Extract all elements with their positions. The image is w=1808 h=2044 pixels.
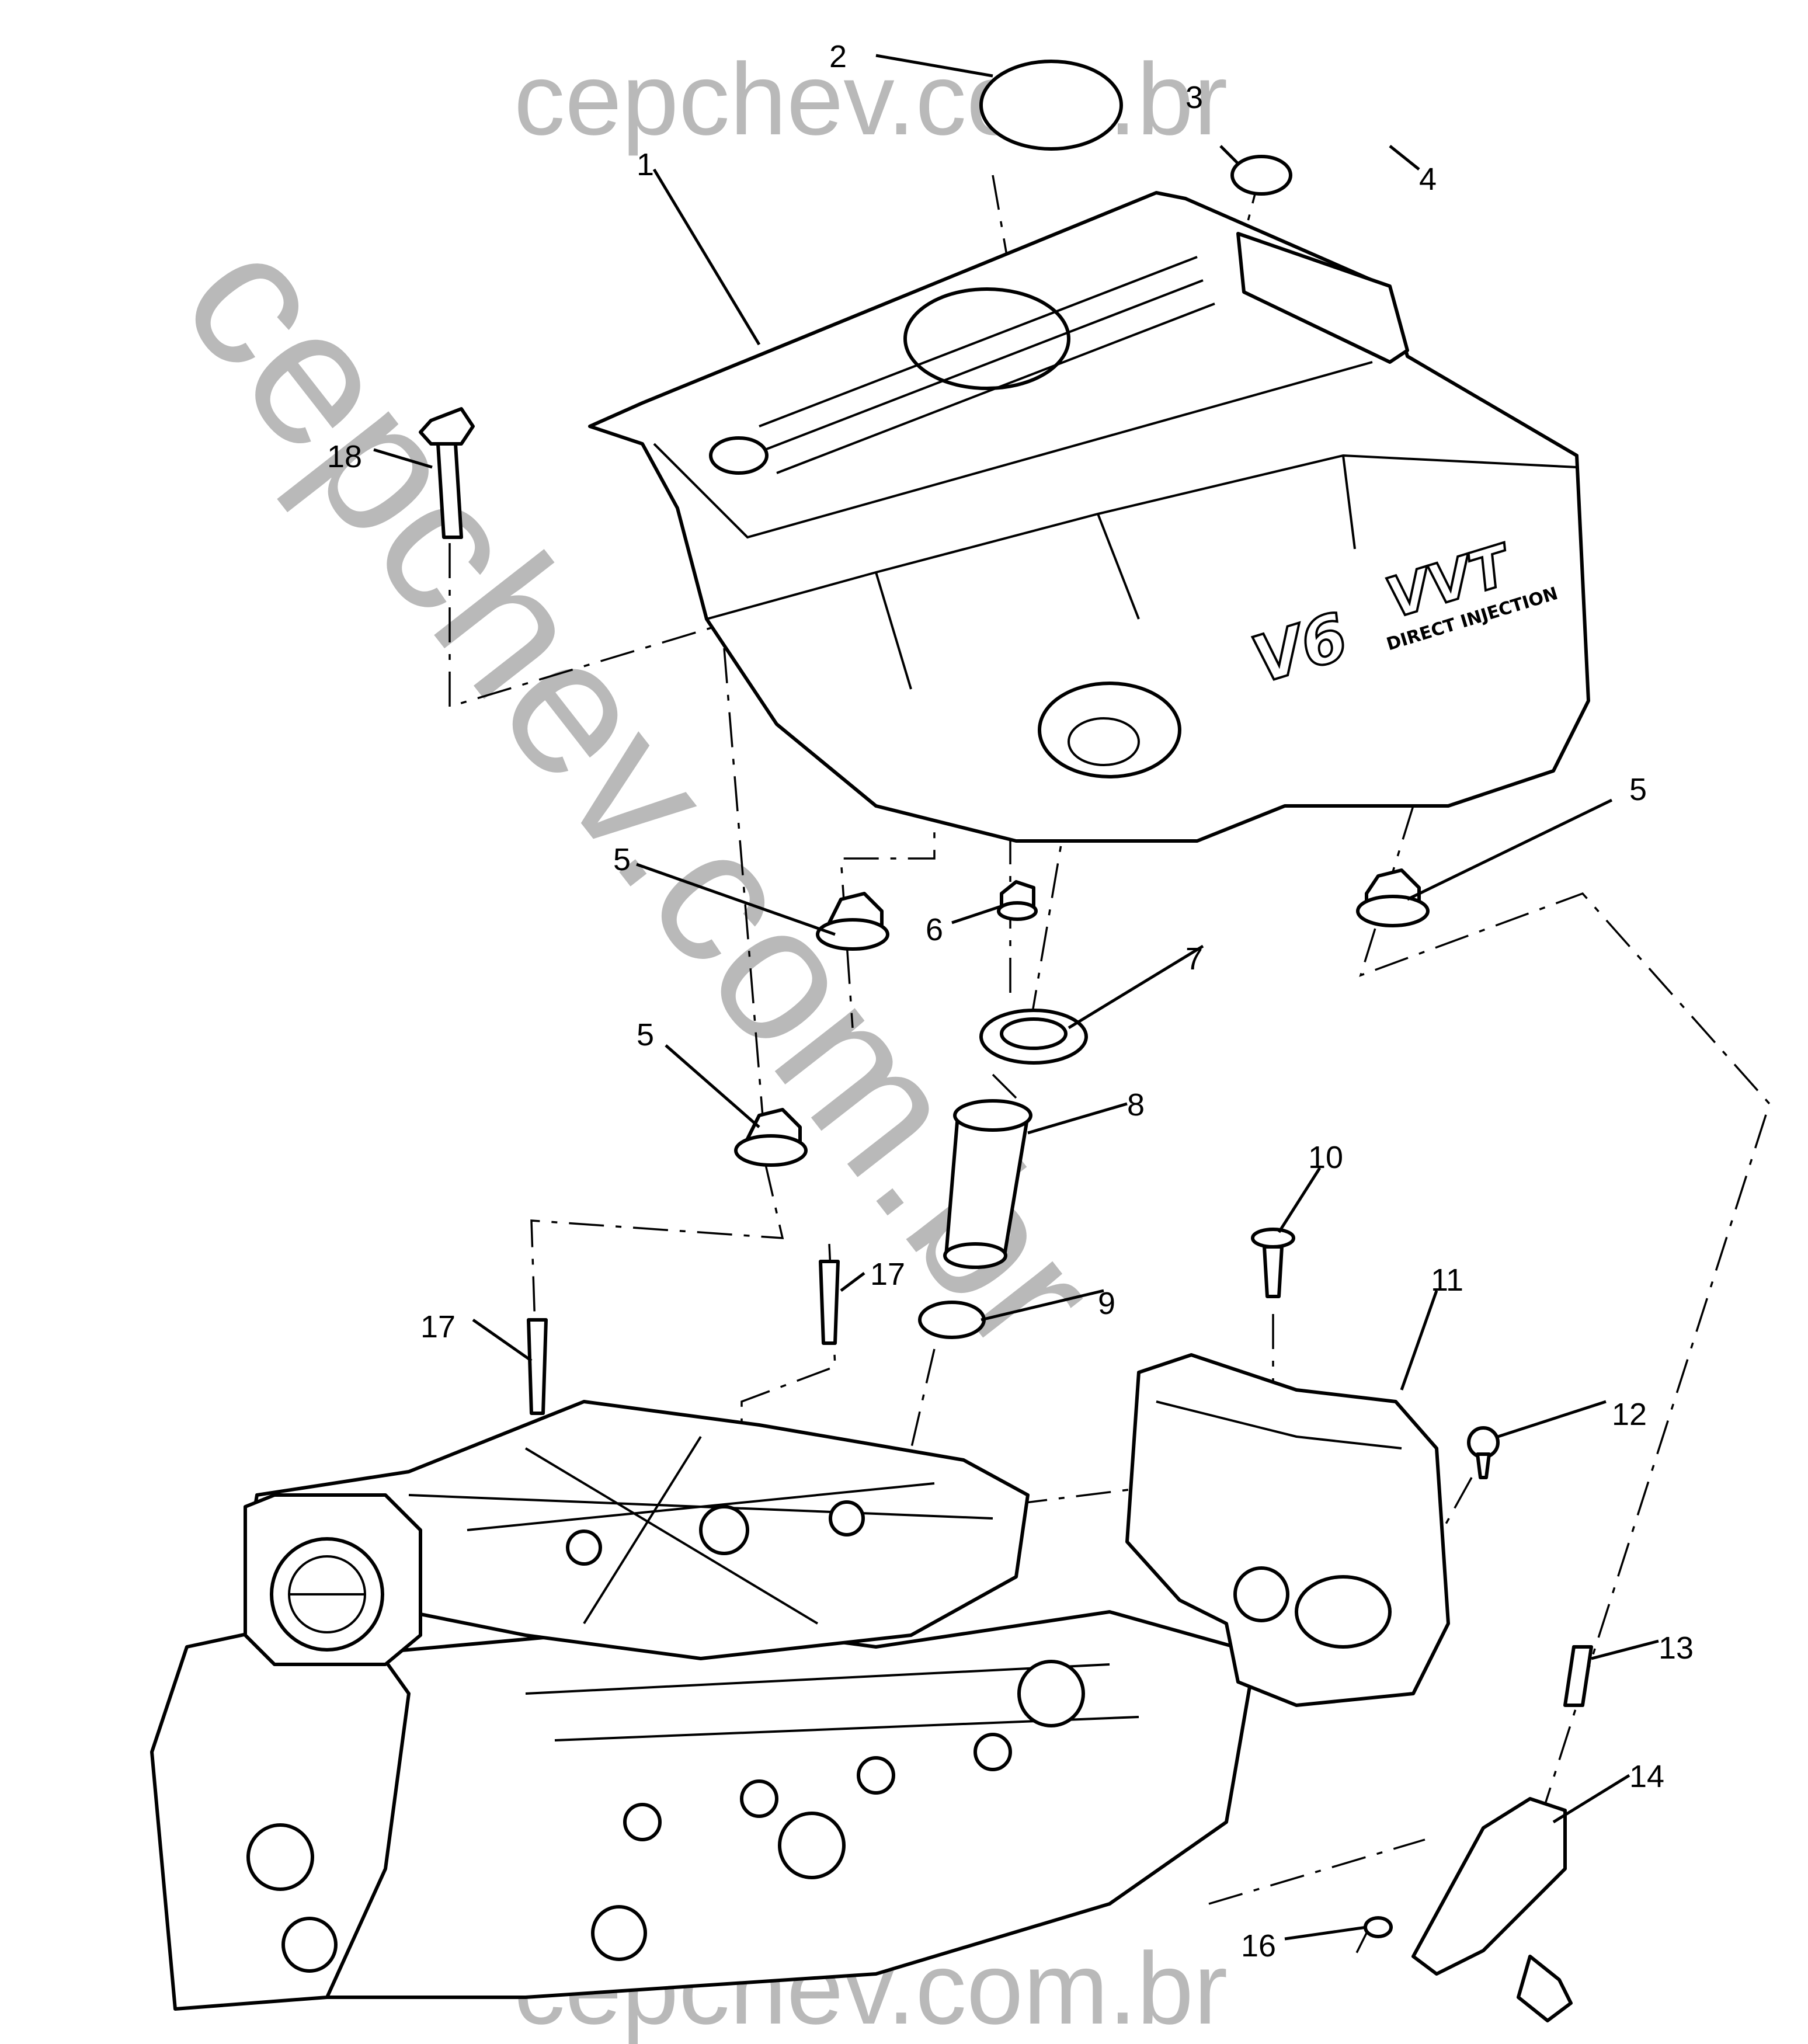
- grommet-5b: [734, 1108, 808, 1167]
- grommet-5a: [816, 892, 889, 951]
- callout-4: 4: [1419, 162, 1437, 197]
- engine-assembly: [150, 1400, 1257, 2011]
- callout-14: 14: [1629, 1759, 1664, 1794]
- callout-17a: 17: [870, 1257, 905, 1292]
- callout-8: 8: [1127, 1087, 1145, 1122]
- callout-1: 1: [637, 147, 654, 182]
- callout-9: 9: [1098, 1286, 1115, 1321]
- callout-5a: 5: [613, 842, 631, 877]
- oil-fill-tube-8: [943, 1099, 1032, 1269]
- grommet-5c: [1356, 868, 1430, 927]
- bracket-11: [1125, 1353, 1450, 1707]
- callout-7: 7: [1185, 941, 1203, 976]
- o-ring-small: [1230, 155, 1292, 196]
- callout-18: 18: [327, 439, 362, 474]
- leader-lines: [373, 54, 1659, 1941]
- stud-17b: [527, 1318, 548, 1415]
- callout-17b: 17: [420, 1309, 456, 1344]
- callout-5c: 5: [1629, 772, 1647, 807]
- callout-2: 2: [829, 39, 847, 74]
- callout-labels: 1 2 3 4 5 5 5 5 6 7 8 9 10 11 12 13 14 1…: [327, 39, 1694, 1963]
- stud-17a: [819, 1260, 840, 1345]
- push-pin-10: [1251, 1228, 1295, 1298]
- stud-13: [1563, 1645, 1593, 1707]
- o-ring-9: [918, 1301, 986, 1339]
- bolt-15: [1517, 1955, 1573, 2022]
- nut-16: [1364, 1916, 1393, 1938]
- callout-3: 3: [1185, 80, 1203, 115]
- bolt-12: [1467, 1426, 1500, 1479]
- callout-5b: 5: [637, 1017, 654, 1052]
- callout-16: 16: [1241, 1928, 1276, 1963]
- callout-12: 12: [1612, 1397, 1647, 1432]
- callout-10: 10: [1308, 1140, 1343, 1175]
- oil-cap-gasket: [979, 60, 1123, 151]
- callout-13: 13: [1659, 1631, 1694, 1666]
- callout-11: 11: [1431, 1263, 1463, 1298]
- grommet-6: [997, 880, 1038, 921]
- seal-7: [979, 1009, 1088, 1065]
- bolt-18: [419, 407, 475, 539]
- engine-cover: V6 VVT DIRECT INJECTION: [588, 191, 1590, 843]
- bracket-14: [1411, 1797, 1567, 1976]
- cover-emblem-engine: V6: [1244, 599, 1356, 698]
- callout-6: 6: [926, 912, 943, 947]
